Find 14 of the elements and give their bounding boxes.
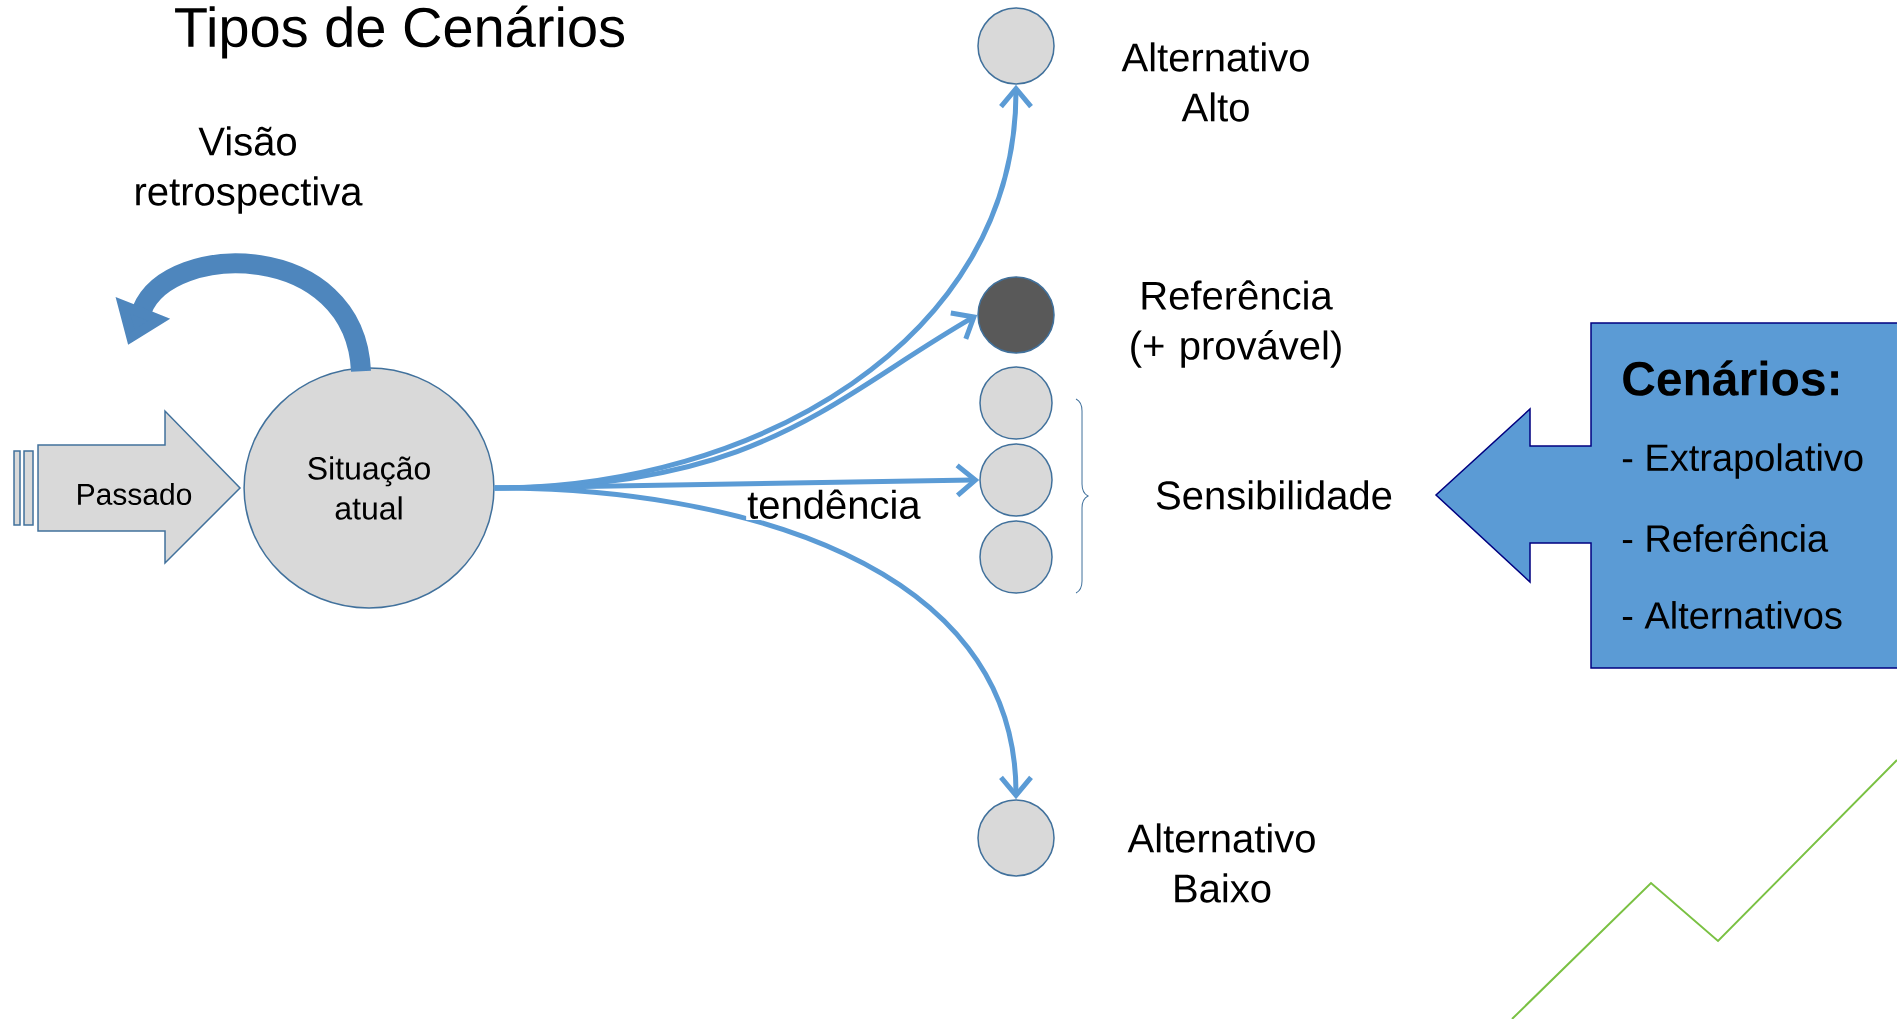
title: Tipos de Cenários — [175, 5, 625, 59]
circle-caption: Alternativo Baixo — [1127, 823, 1315, 903]
text-label: Visão retrospectiva — [136, 126, 363, 214]
edge-label: tendência — [746, 488, 922, 521]
circle — [979, 443, 1053, 517]
text-label: Sensibilidade — [1156, 480, 1392, 510]
arrow — [494, 485, 1033, 800]
circle-caption: Referência (+ provável) — [1131, 280, 1341, 368]
circle — [977, 276, 1055, 354]
circle — [979, 520, 1053, 594]
circle — [977, 7, 1055, 85]
circle — [977, 799, 1055, 877]
circle — [979, 366, 1053, 440]
circle-caption: Alternativo Alto — [1121, 42, 1309, 122]
